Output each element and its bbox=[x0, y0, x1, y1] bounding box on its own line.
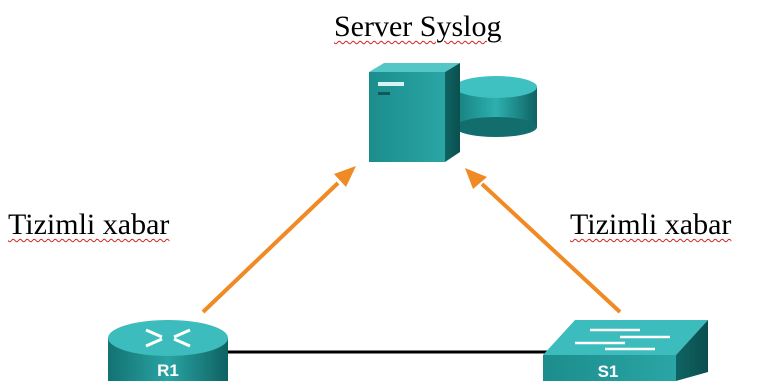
router-icon[interactable]: R1 bbox=[108, 320, 228, 381]
message-label-left: Tizimli xabar bbox=[8, 208, 170, 241]
server-label: Server Syslog bbox=[334, 10, 502, 43]
arrow-s1-to-server bbox=[465, 168, 622, 314]
arrow-r1-to-server bbox=[201, 166, 356, 314]
router-name: R1 bbox=[157, 361, 179, 380]
switch-icon[interactable]: S1 bbox=[543, 320, 708, 381]
syslog-server-icon[interactable] bbox=[369, 63, 537, 162]
message-label-right: Tizimli xabar bbox=[570, 208, 732, 241]
switch-name: S1 bbox=[598, 362, 619, 381]
